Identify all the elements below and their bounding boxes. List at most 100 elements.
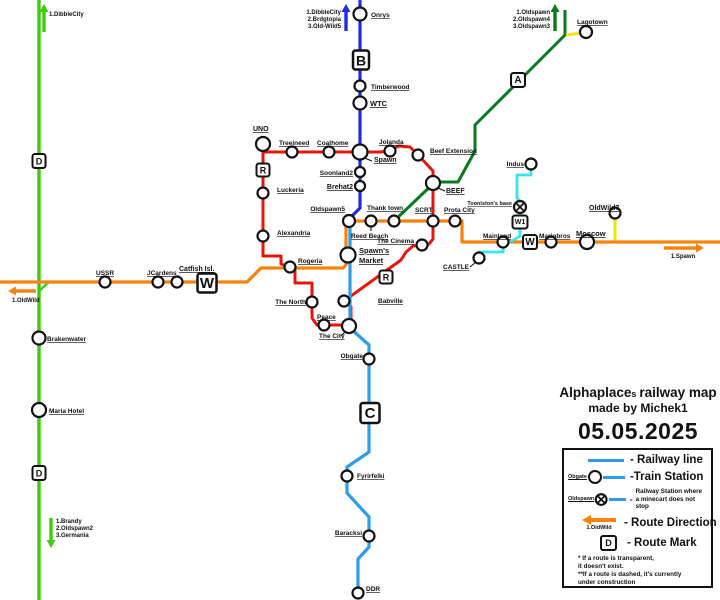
direction-arrow-label: 1.Spawn (671, 254, 696, 260)
station-label-moscow: Moscow (576, 229, 606, 238)
station-label-beef-extension: Beef Extension (430, 148, 477, 155)
station-oldwild7 (608, 206, 622, 220)
route-mark-sample-icon: D (600, 534, 617, 551)
route-mark-W (196, 272, 218, 294)
direction-arrow-label: 1.DibbleCity (306, 10, 341, 16)
map-title-main: Alphaplace (559, 385, 632, 400)
station-label-ddr: DDR (366, 586, 380, 593)
station-mariobros (544, 235, 558, 249)
station-indus (524, 157, 538, 171)
nostop-sample-name: Oldspawn (568, 496, 595, 503)
station-treeineed (285, 145, 299, 159)
legend-footnotes: * If a route is transparent, it doesn't … (568, 555, 707, 587)
direction-arrow-head (550, 4, 560, 12)
station-coalhome (322, 145, 336, 159)
nostop-label-line1: Railway Station where (635, 488, 703, 495)
station-ussr (98, 275, 112, 289)
station-label-ussr: USSR (96, 270, 114, 277)
station-oldspawn5 (341, 213, 357, 229)
station-label-indus: Indus (507, 161, 525, 168)
direction-arrow-label: 1.Oldspawn (516, 10, 550, 16)
station-label-scrt: SCRT (415, 207, 433, 214)
station-label-spawns-market: Market (359, 256, 384, 265)
station-label-wtc: WTC (370, 99, 388, 108)
station-beef (424, 174, 442, 192)
station-jcardens (151, 275, 165, 289)
train-station-icon (587, 470, 602, 484)
station-reed-beach (364, 214, 378, 228)
route-mark-letter: D (36, 157, 43, 167)
legend-train-station-row: Obgate -Train Station (568, 470, 707, 484)
railway-line-sample-icon (588, 458, 624, 462)
station-label-jolanda: Jolanda (379, 139, 404, 146)
station-obgate (362, 352, 376, 366)
direction-arrow-head (8, 286, 16, 296)
station-label-onrys: Onrys (371, 12, 390, 19)
nostop-station-label: Railway Station where a minecart does no… (636, 488, 707, 511)
station-label-oldspawn5: Oldspawn5 (310, 206, 345, 213)
route-direction-label: - Route Direction (624, 516, 717, 529)
map-author: made by Michek1 (588, 401, 688, 415)
station-label-treeineed: Treeineed (279, 140, 309, 147)
route-mark-letter: B (356, 53, 366, 69)
station-label-spawns-market: Spawn's (359, 246, 389, 255)
route-mark-label: - Route Mark (627, 536, 697, 549)
footnote-2: it doesn't exist. (578, 562, 624, 570)
route-mark-letter: W1 (515, 219, 526, 226)
route-mark-A (510, 72, 526, 88)
station-wtc (352, 95, 368, 111)
direction-arrow-head (39, 4, 49, 12)
station-timberwood (353, 79, 367, 93)
route-mark-R (378, 269, 394, 285)
station-sample-name: Obgate (568, 474, 587, 480)
route-mark-letter: W (525, 237, 535, 248)
station-label-babville: Babville (378, 298, 403, 305)
station-moscow (578, 233, 596, 251)
station-scrt (426, 214, 440, 228)
map-title-small-s: s (631, 389, 637, 399)
route-direction-arrow-icon (582, 514, 616, 525)
route-mark-D (31, 153, 47, 169)
direction-arrow-label: 3.Old-Wild5 (308, 24, 342, 30)
station-label-the-cinema: The Cinema (377, 238, 414, 245)
legend-nostop-row: Oldspawn - Railway Station where a minec… (568, 488, 707, 511)
station-label-luckeria: Luckeria (277, 187, 304, 194)
station-label-lagotown: Lagotown (577, 19, 608, 26)
route-mark-R (255, 162, 271, 178)
route-mark-letter: R (383, 273, 390, 283)
station-prota-city (448, 214, 462, 228)
station-label-baracksi: Baracksi (335, 530, 362, 537)
legend-route-direction-row: 1.OldWild - Route Direction (568, 514, 717, 531)
station-ddr (351, 586, 365, 600)
route-mark-letter: A (514, 75, 521, 86)
route-mark-letter: W (200, 275, 215, 292)
station-label-reed-beach: Reed Beach (351, 233, 388, 240)
station-castle (472, 251, 486, 265)
direction-arrow-head (696, 243, 704, 253)
station-label-prota-city: Prota City (444, 207, 475, 214)
station-thank-town (387, 214, 401, 228)
station-label-coalhome: Coalhome (317, 140, 349, 147)
station-the-cinema (415, 238, 429, 252)
route-mark-letter: D (36, 469, 43, 479)
route-mark-letter: C (365, 405, 376, 422)
station-label-maria-hotel: Maria Hotel (49, 408, 84, 415)
legend-box: - Railway line Obgate -Train Station Old… (562, 448, 717, 588)
nostop-station-icon (595, 492, 608, 506)
route-mark-D (31, 465, 47, 481)
route-mark-letter: R (260, 166, 267, 176)
station-onrys (352, 6, 368, 22)
direction-arrow-head (46, 540, 56, 548)
direction-sample-name: 1.OldWild (586, 524, 612, 531)
station-baracksi (362, 529, 376, 543)
station-uno (254, 135, 272, 153)
station-beef-extension (411, 148, 425, 162)
station-label-oldwild7: OldWild7 (589, 205, 619, 212)
station-line-sample (602, 475, 625, 479)
station-fyrirfelki (340, 469, 354, 483)
direction-arrow-label: 3.Oldspawn3 (513, 24, 551, 30)
station-label-thank-town: Thank town (367, 205, 403, 212)
station-spawn (351, 143, 369, 161)
station-the-city (340, 317, 358, 335)
station-maria-hotel (30, 401, 48, 419)
